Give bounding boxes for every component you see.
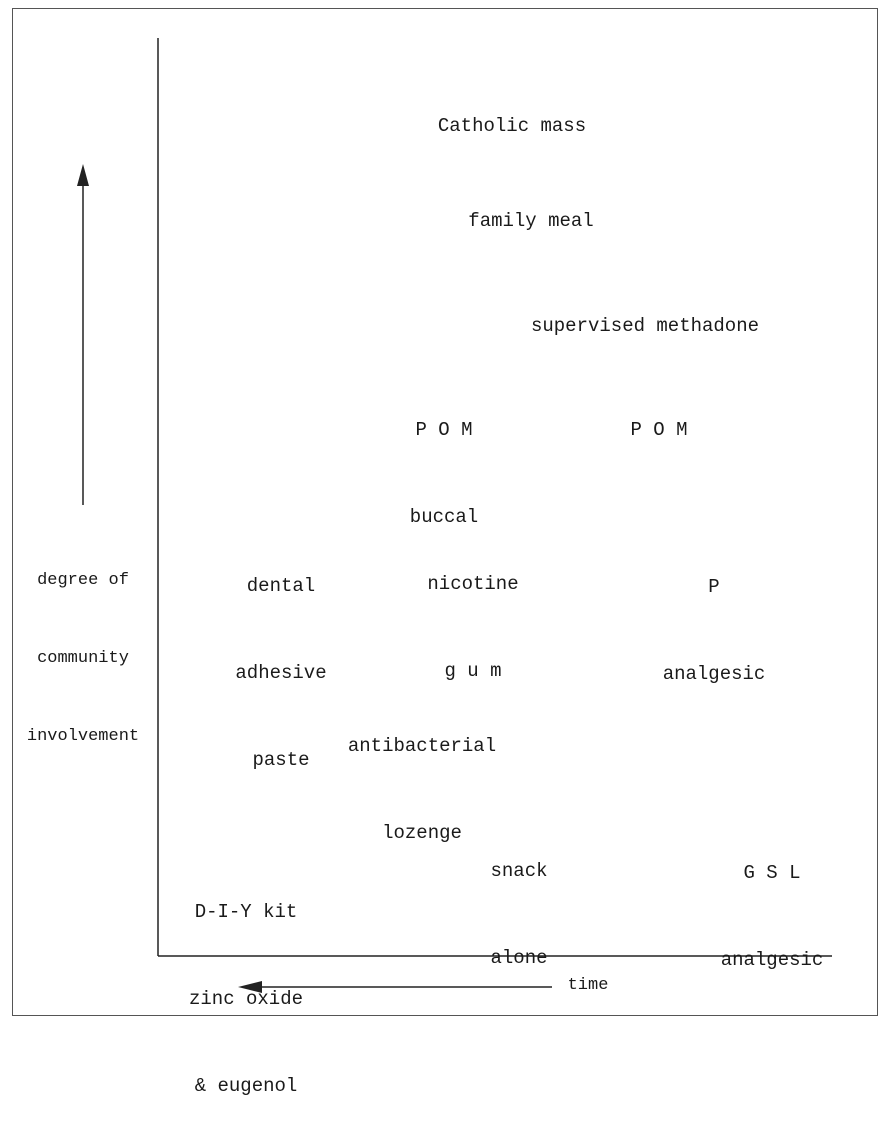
label-dental-adhesive-paste: dental adhesive paste xyxy=(235,575,327,771)
label-supervised-methadone: supervised methadone xyxy=(530,315,760,337)
label-snack-alone: snack alone xyxy=(490,860,548,969)
axes xyxy=(77,38,832,993)
left-arrow-icon xyxy=(238,981,262,993)
label-catholic-mass: Catholic mass xyxy=(437,115,587,137)
x-axis-label: time xyxy=(567,976,609,995)
label-p-analgesic: P analgesic xyxy=(662,576,766,685)
label-pom: P O M xyxy=(630,419,688,441)
y-axis-label: degree of community involvement xyxy=(26,571,140,746)
figure-frame xyxy=(12,8,878,1016)
label-antibacterial-lozenge: antibacterial lozenge xyxy=(347,735,497,844)
label-diy-kit: D-I-Y kit zinc oxide & eugenol xyxy=(188,901,304,1097)
label-family-meal: family meal xyxy=(468,210,594,232)
up-arrow-icon xyxy=(77,164,89,186)
label-nicotine-gum: nicotine g u m xyxy=(427,573,519,682)
label-pom-buccal: P O M buccal xyxy=(409,419,479,528)
label-gsl-analgesic: G S L analgesic xyxy=(720,862,824,971)
